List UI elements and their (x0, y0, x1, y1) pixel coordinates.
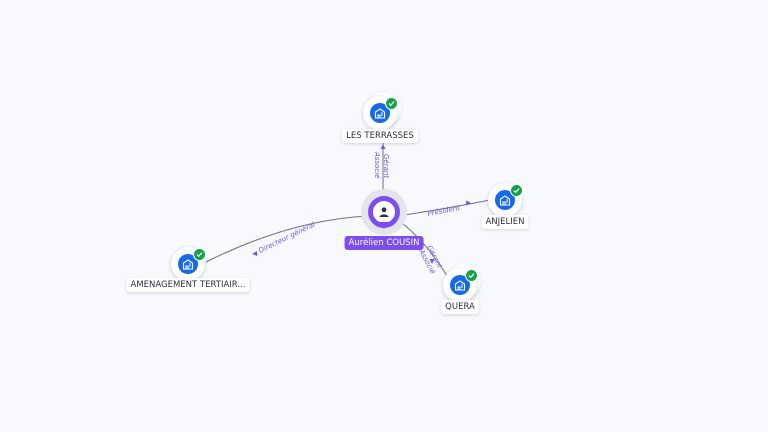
building-icon (495, 190, 515, 210)
edge-amenagement (205, 215, 369, 263)
arrow-les-terrasses (380, 144, 386, 149)
person-icon (373, 201, 395, 223)
arrow-quera (429, 259, 435, 264)
arrow-amenagement (252, 251, 258, 256)
company-label-quera[interactable]: QUERA (441, 300, 479, 314)
relation-label-les-terrasses-2: Associé (373, 151, 381, 179)
company-label-anjelien[interactable]: ANJELIEN (481, 215, 529, 229)
building-icon (370, 103, 390, 123)
relation-label-les-terrasses-1: Gérant (382, 154, 390, 178)
relation-label-anjelien: Président (427, 204, 461, 218)
building-icon (450, 275, 470, 295)
company-label-les-terrasses[interactable]: LES TERRASSES (342, 129, 418, 143)
verified-check-icon (385, 97, 398, 110)
relation-label-amenagement: Directeur général (257, 221, 316, 255)
verified-check-icon (510, 184, 523, 197)
verified-check-icon (465, 269, 478, 282)
person-label[interactable]: Aurélien COUSIN (344, 236, 424, 250)
company-label-amenagement[interactable]: AMENAGEMENT TERTIAIR... (126, 278, 250, 292)
edge-anjelien (397, 199, 491, 217)
verified-check-icon (193, 248, 206, 261)
building-icon (178, 254, 198, 274)
arrow-anjelien (466, 200, 471, 206)
